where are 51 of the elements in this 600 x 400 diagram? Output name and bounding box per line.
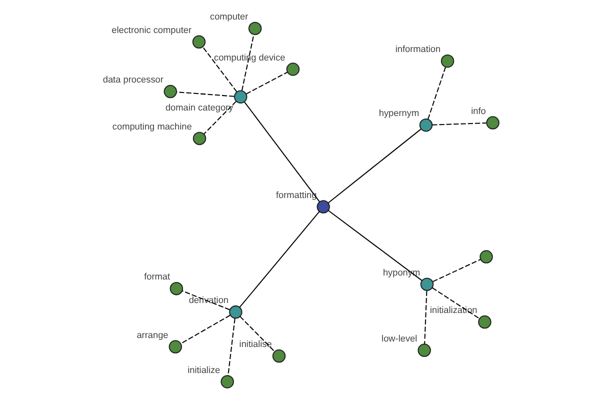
connector xyxy=(202,46,237,92)
connector xyxy=(328,210,422,281)
connector xyxy=(432,287,480,320)
node-circle xyxy=(169,282,183,296)
connector xyxy=(244,102,320,202)
node-circle xyxy=(479,250,492,264)
node-circle xyxy=(168,340,182,354)
connector xyxy=(180,314,230,344)
node-label: electronic computer xyxy=(111,24,192,35)
node-circle xyxy=(420,278,434,291)
node-label: data processor xyxy=(102,74,163,85)
node-label: domain category xyxy=(164,102,233,112)
node-label: information xyxy=(394,44,440,54)
node-circle xyxy=(163,84,177,98)
node-label: initialise xyxy=(238,339,272,350)
node-circle xyxy=(486,116,499,130)
connector xyxy=(239,316,274,352)
node-label: initialize xyxy=(187,364,220,375)
connector xyxy=(238,211,320,308)
node-label: arrange xyxy=(136,330,168,340)
connector xyxy=(227,318,235,376)
node-label: computing machine xyxy=(112,121,192,132)
connector xyxy=(432,259,480,282)
node-circle xyxy=(286,62,300,76)
node-label: format xyxy=(144,272,170,282)
node-circle xyxy=(220,375,234,388)
node-circle xyxy=(418,118,432,132)
node-circle xyxy=(228,305,242,319)
node-label: initialization xyxy=(429,305,477,316)
node-circle xyxy=(272,349,286,363)
node-label: computing device xyxy=(214,52,285,62)
connector xyxy=(432,122,486,126)
node-circle xyxy=(192,132,206,146)
node-label: info xyxy=(470,106,486,116)
node-circle xyxy=(192,35,206,48)
connector xyxy=(176,92,234,97)
node-circle xyxy=(440,54,454,68)
node-label: hypernym xyxy=(378,108,419,118)
node-circle xyxy=(478,315,491,329)
connector xyxy=(240,34,254,91)
connector xyxy=(245,72,287,94)
connector xyxy=(328,128,421,204)
node-circle xyxy=(417,344,430,357)
node-label: low-level xyxy=(381,333,417,344)
node-circle xyxy=(248,22,262,36)
node-label: computer xyxy=(209,11,248,22)
connector xyxy=(424,290,427,344)
node-circle xyxy=(316,200,330,214)
connector xyxy=(427,67,446,120)
connector xyxy=(203,100,236,134)
node-circle xyxy=(234,90,247,104)
